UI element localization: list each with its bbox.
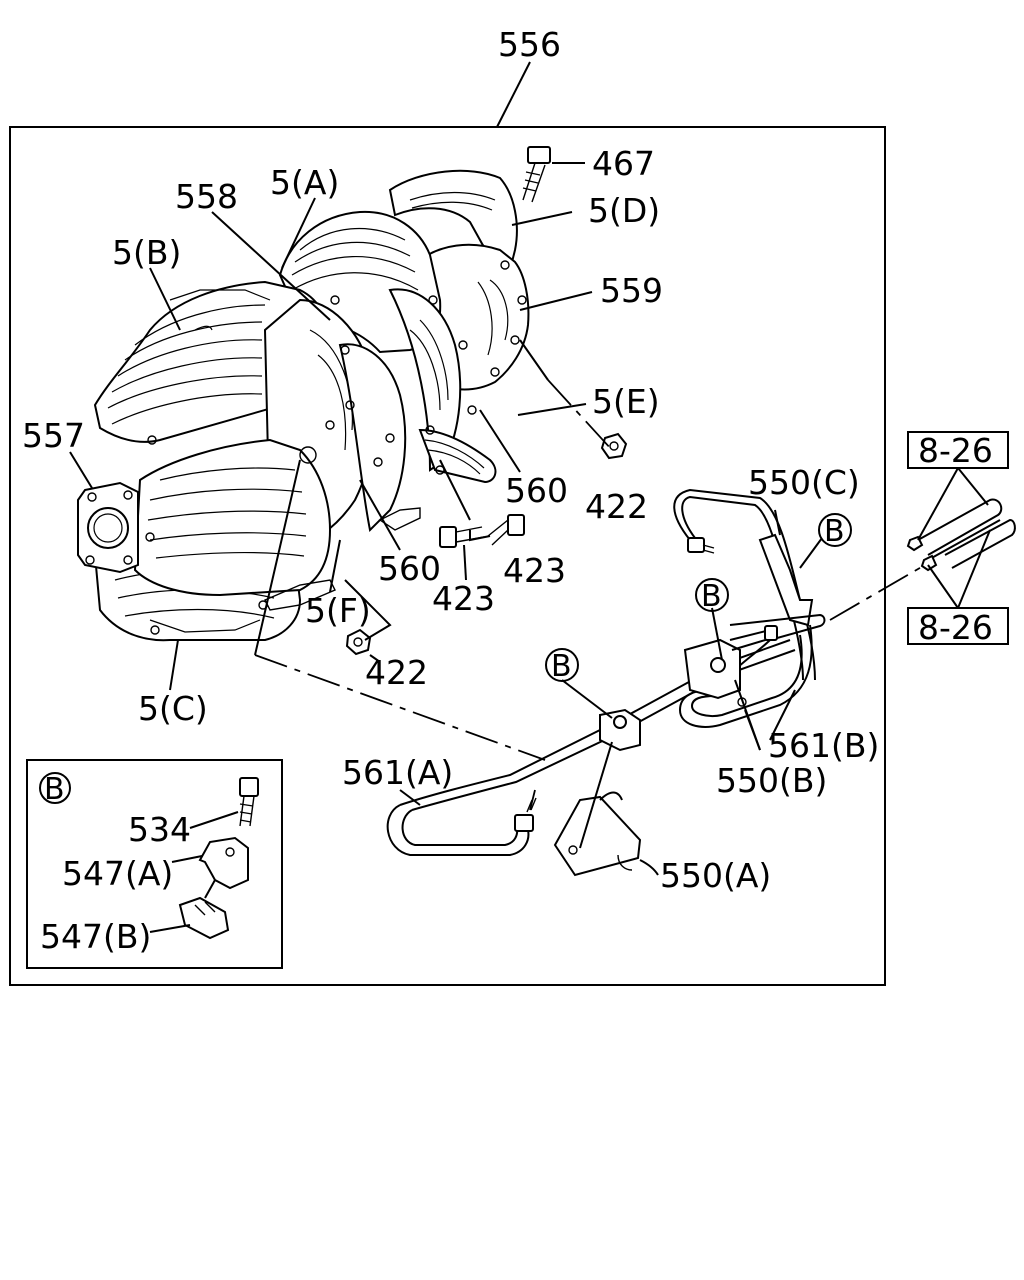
bolt-423-b (487, 514, 525, 546)
ref-box-8-26-bottom (907, 607, 1009, 645)
label-558: 558 (175, 177, 238, 216)
label-550c: 550(C) (748, 463, 860, 502)
label-5a: 5(A) (270, 163, 339, 202)
callout-b-3: B (545, 648, 579, 684)
nut-422-b (345, 628, 372, 656)
label-5f: 5(F) (305, 591, 371, 630)
svg-text:B: B (701, 579, 722, 614)
clamp-b-right (683, 625, 778, 700)
label-467: 467 (592, 144, 655, 183)
label-5b: 5(B) (112, 233, 181, 272)
label-556: 556 (498, 25, 561, 64)
label-8-26-top: 8-26 (918, 431, 993, 470)
pipe-end-8-26 (906, 467, 1016, 609)
label-8-26-bottom: 8-26 (918, 608, 993, 647)
label-559: 559 (600, 271, 663, 310)
clamp-b-middle (599, 708, 641, 752)
label-423-left: 423 (432, 579, 495, 618)
main-frame (9, 126, 886, 986)
label-423-right: 423 (503, 551, 566, 590)
bracket-550a (553, 741, 642, 877)
label-561a: 561(A) (342, 753, 453, 792)
label-422-top: 422 (585, 487, 648, 526)
leader-556 (496, 61, 531, 128)
catalytic-converter-assembly (77, 169, 530, 642)
bolt-467 (522, 146, 551, 203)
svg-text:B: B (44, 772, 65, 807)
ref-box-8-26-top (907, 431, 1009, 469)
bolt-423-a (439, 526, 485, 548)
svg-text:B: B (551, 649, 572, 684)
svg-text:B: B (824, 514, 845, 549)
clamp-547b (178, 879, 230, 940)
label-550a: 550(A) (660, 856, 771, 895)
callout-b-1: B (818, 513, 852, 549)
label-550b: 550(B) (716, 761, 827, 800)
bolt-534 (239, 777, 259, 827)
clamp-547a (198, 836, 249, 890)
label-422-bottom: 422 (365, 653, 428, 692)
label-534: 534 (128, 810, 191, 849)
label-5e: 5(E) (592, 382, 660, 421)
label-560-left: 560 (378, 549, 441, 588)
label-547b: 547(B) (40, 917, 151, 956)
label-557: 557 (22, 416, 85, 455)
label-547a: 547(A) (62, 854, 173, 893)
nut-422-a (600, 432, 628, 460)
label-5c: 5(C) (138, 689, 208, 728)
label-561b: 561(B) (768, 726, 879, 765)
label-560-right: 560 (505, 471, 568, 510)
callout-b-2: B (695, 578, 729, 614)
inset-frame (26, 759, 283, 969)
label-5d: 5(D) (588, 191, 660, 230)
callout-b-inset: B (39, 772, 71, 807)
